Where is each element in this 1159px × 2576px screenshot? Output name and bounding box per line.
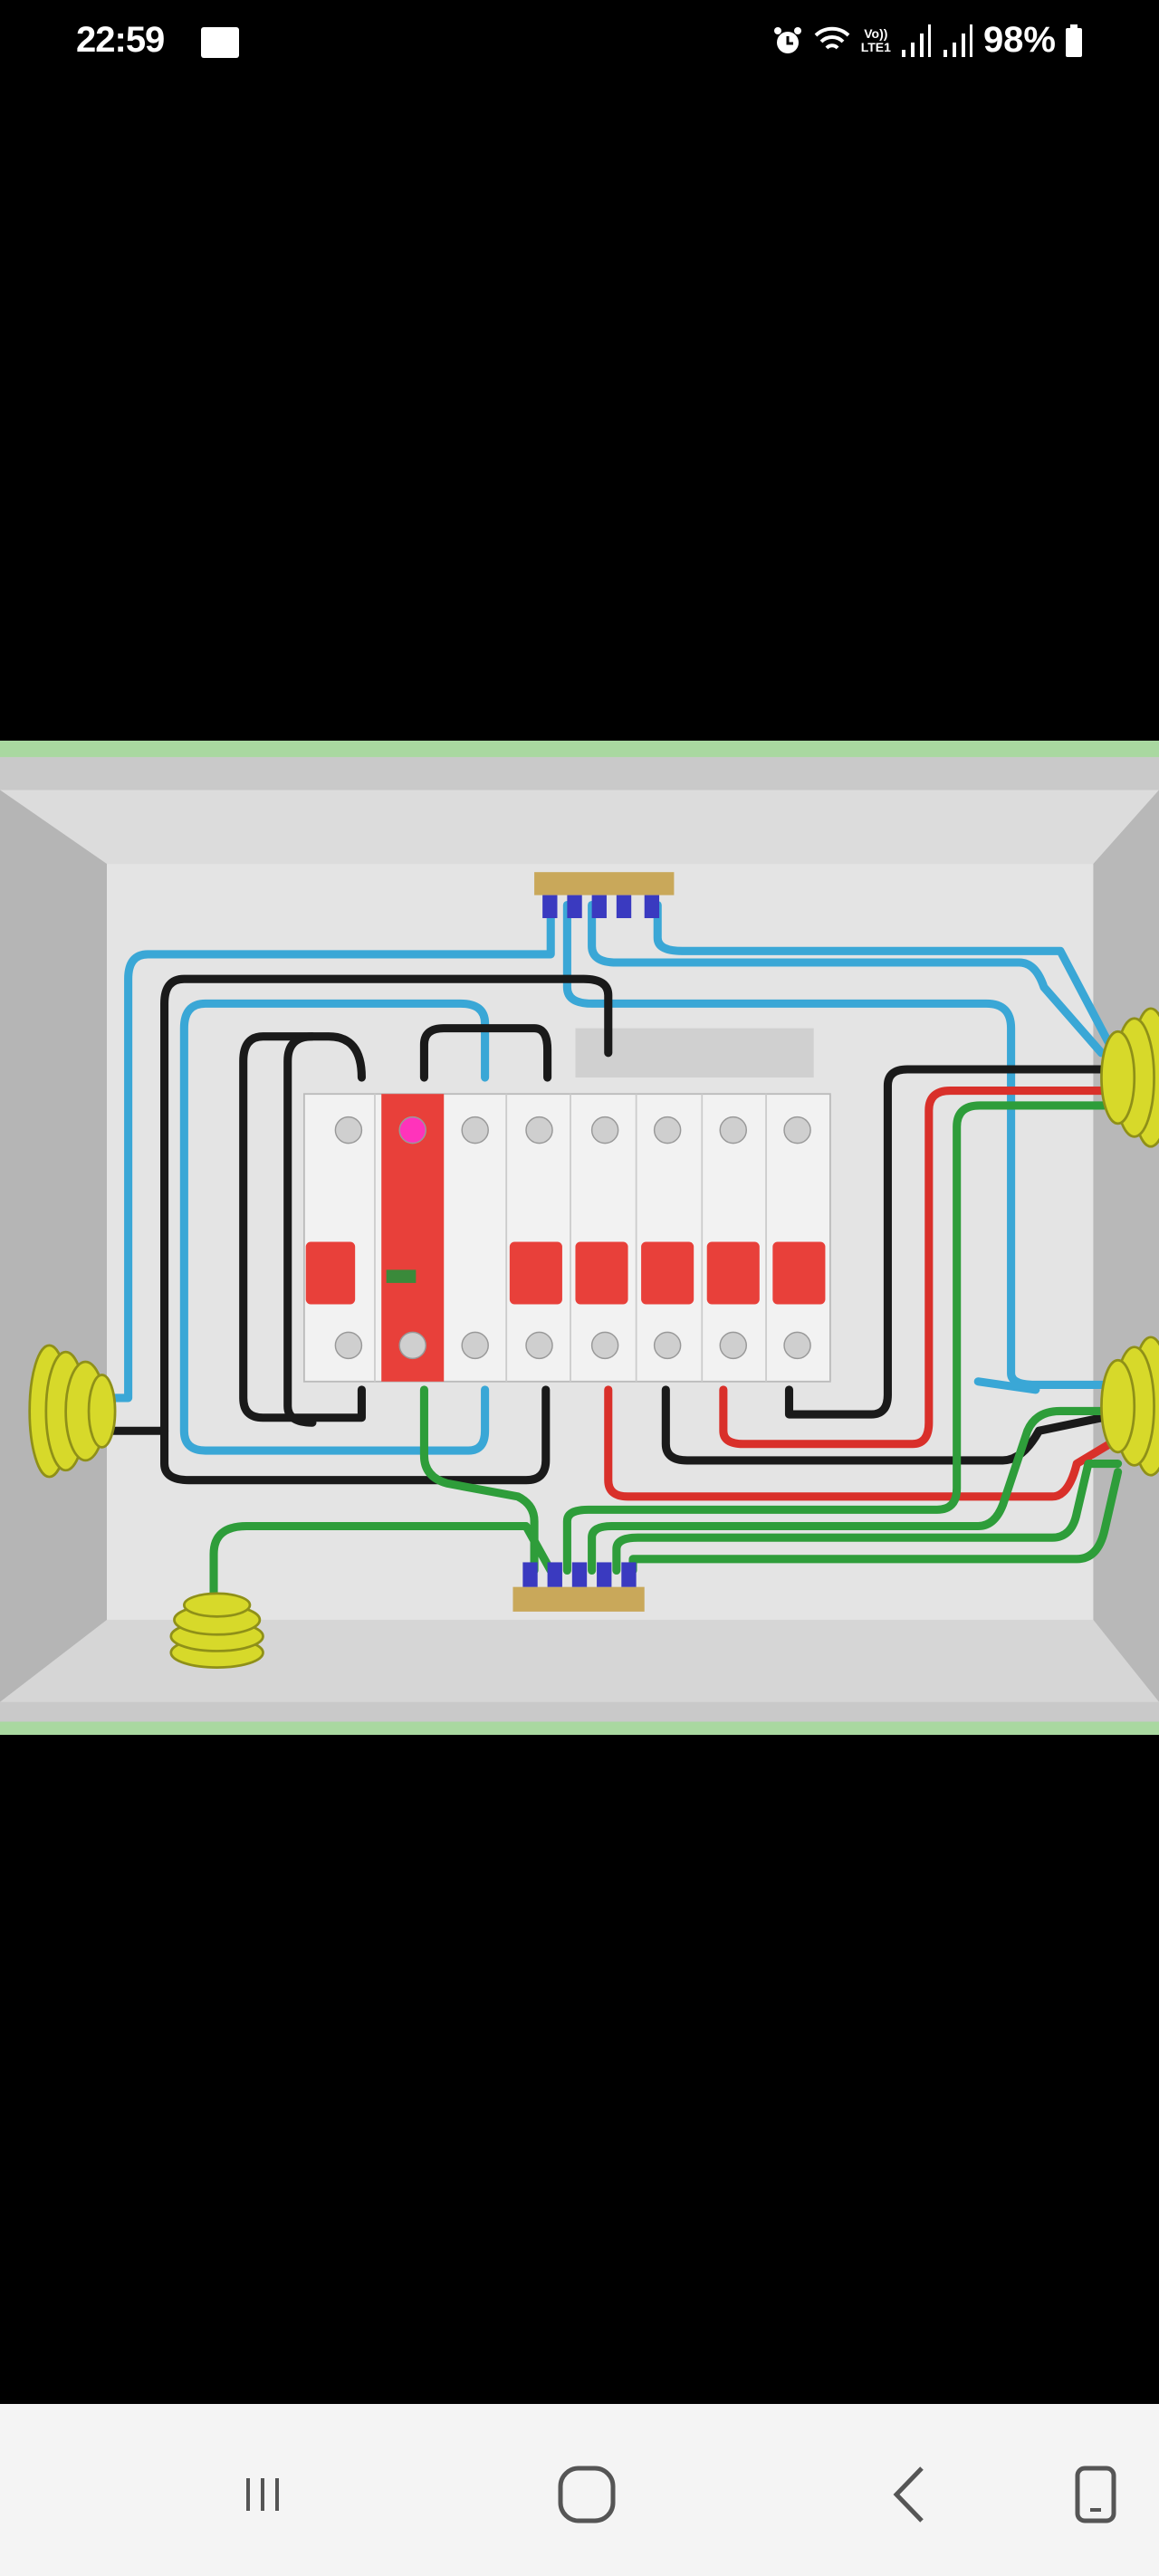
voicemail-icon	[201, 27, 239, 58]
top-terminal-bar	[534, 872, 675, 919]
signal-icon	[943, 24, 972, 57]
black-wires	[78, 974, 1123, 1485]
navigation-bar	[0, 2404, 1159, 2576]
volte-label: Vo))	[864, 25, 888, 41]
recent-apps-icon	[246, 2478, 279, 2511]
status-bar: 22:59 Vo))LTE1 98%	[0, 0, 1159, 91]
red-wires	[604, 1087, 1123, 1501]
home-button[interactable]	[551, 2458, 623, 2531]
image-viewer[interactable]	[0, 741, 1159, 1735]
alarm-icon	[773, 26, 801, 53]
right-grommet-bottom	[1100, 1336, 1159, 1477]
home-icon	[558, 2466, 616, 2523]
rotate-button[interactable]	[1059, 2458, 1132, 2531]
bottom-terminal-bar	[512, 1562, 645, 1612]
battery-icon	[1066, 24, 1082, 57]
left-grommet	[28, 1344, 117, 1479]
rotate-screen-icon	[1075, 2466, 1116, 2523]
signal-icon	[901, 24, 931, 57]
electrical-panel-image	[0, 741, 1159, 1735]
blue-wires	[78, 900, 1123, 1455]
bottom-grommet	[169, 1592, 264, 1669]
back-button[interactable]	[875, 2458, 947, 2531]
right-grommet-top	[1100, 1007, 1159, 1148]
breaker-row	[302, 1093, 831, 1383]
network-label: Vo))LTE1	[860, 25, 891, 54]
lte-label: LTE1	[860, 39, 891, 54]
wifi-icon	[814, 26, 850, 50]
clock: 22:59	[76, 20, 165, 60]
battery-percent: 98%	[982, 20, 1056, 60]
back-icon	[893, 2466, 924, 2523]
recent-apps-button[interactable]	[226, 2458, 299, 2531]
green-wires	[209, 1101, 1123, 1616]
